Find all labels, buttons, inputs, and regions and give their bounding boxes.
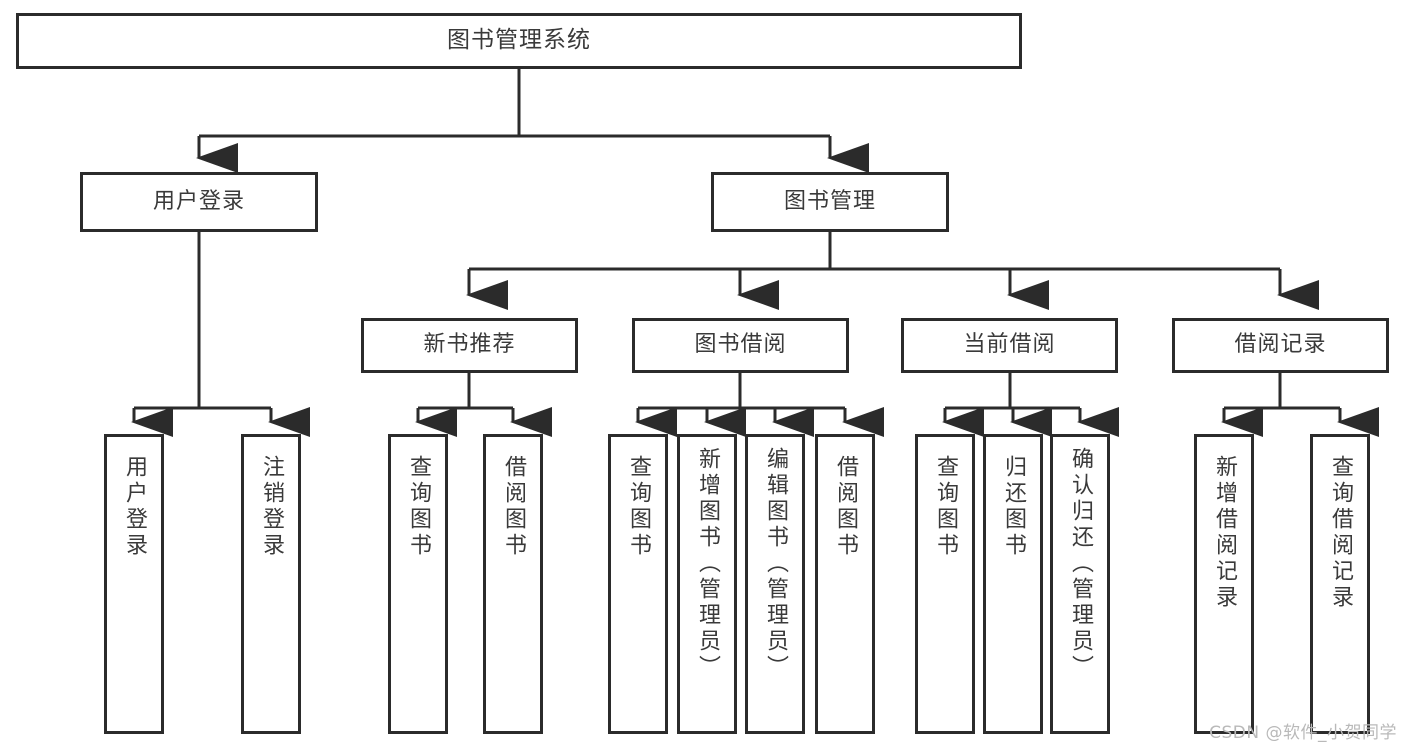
node-leaf-borrow-book-2[interactable]: 借阅图书	[815, 434, 875, 734]
node-leaf-query-book-3-label: 查询图书	[933, 455, 958, 559]
node-leaf-query-book-2-label: 查询图书	[626, 455, 651, 559]
node-leaf-borrow-book-1[interactable]: 借阅图书	[483, 434, 543, 734]
node-new-book-recommend[interactable]: 新书推荐	[361, 318, 578, 373]
node-new-book-recommend-label: 新书推荐	[423, 332, 516, 358]
node-leaf-query-book-3[interactable]: 查询图书	[915, 434, 975, 734]
node-leaf-user-login[interactable]: 用户登录	[104, 434, 164, 734]
watermark-text: CSDN @软件_小贺同学	[1209, 723, 1397, 743]
node-book-borrow-label: 图书借阅	[694, 332, 787, 358]
node-leaf-query-book-1-label: 查询图书	[406, 455, 431, 559]
node-leaf-edit-book-admin-label: 编辑图书（管理员）	[763, 447, 788, 681]
node-leaf-query-book-1[interactable]: 查询图书	[388, 434, 448, 734]
node-leaf-query-book-2[interactable]: 查询图书	[608, 434, 668, 734]
node-leaf-logout-login-label: 注销登录	[259, 455, 284, 559]
node-root-label: 图书管理系统	[447, 27, 591, 54]
node-borrow-record-label: 借阅记录	[1234, 332, 1327, 358]
node-current-borrow[interactable]: 当前借阅	[901, 318, 1118, 373]
node-leaf-return-book[interactable]: 归还图书	[983, 434, 1043, 734]
node-leaf-return-book-label: 归还图书	[1001, 455, 1026, 559]
node-leaf-confirm-return-admin-label: 确认归还（管理员）	[1068, 447, 1093, 681]
node-leaf-add-borrow-record[interactable]: 新增借阅记录	[1194, 434, 1254, 734]
node-current-borrow-label: 当前借阅	[963, 332, 1056, 358]
node-book-management-label: 图书管理	[783, 188, 876, 214]
node-user-login-label: 用户登录	[152, 188, 245, 214]
node-leaf-add-book-admin-label: 新增图书（管理员）	[695, 447, 720, 681]
node-leaf-user-login-label: 用户登录	[122, 455, 147, 559]
node-leaf-add-borrow-record-label: 新增借阅记录	[1212, 455, 1237, 611]
node-root[interactable]: 图书管理系统	[16, 13, 1022, 69]
node-leaf-borrow-book-1-label: 借阅图书	[501, 455, 526, 559]
node-borrow-record[interactable]: 借阅记录	[1172, 318, 1389, 373]
node-book-management[interactable]: 图书管理	[711, 172, 949, 232]
node-leaf-confirm-return-admin[interactable]: 确认归还（管理员）	[1050, 434, 1110, 734]
node-leaf-logout-login[interactable]: 注销登录	[241, 434, 301, 734]
node-leaf-edit-book-admin[interactable]: 编辑图书（管理员）	[745, 434, 805, 734]
node-user-login[interactable]: 用户登录	[80, 172, 318, 232]
node-leaf-add-book-admin[interactable]: 新增图书（管理员）	[677, 434, 737, 734]
node-leaf-borrow-book-2-label: 借阅图书	[833, 455, 858, 559]
node-book-borrow[interactable]: 图书借阅	[632, 318, 849, 373]
node-leaf-query-borrow-record-label: 查询借阅记录	[1328, 455, 1353, 611]
node-leaf-query-borrow-record[interactable]: 查询借阅记录	[1310, 434, 1370, 734]
